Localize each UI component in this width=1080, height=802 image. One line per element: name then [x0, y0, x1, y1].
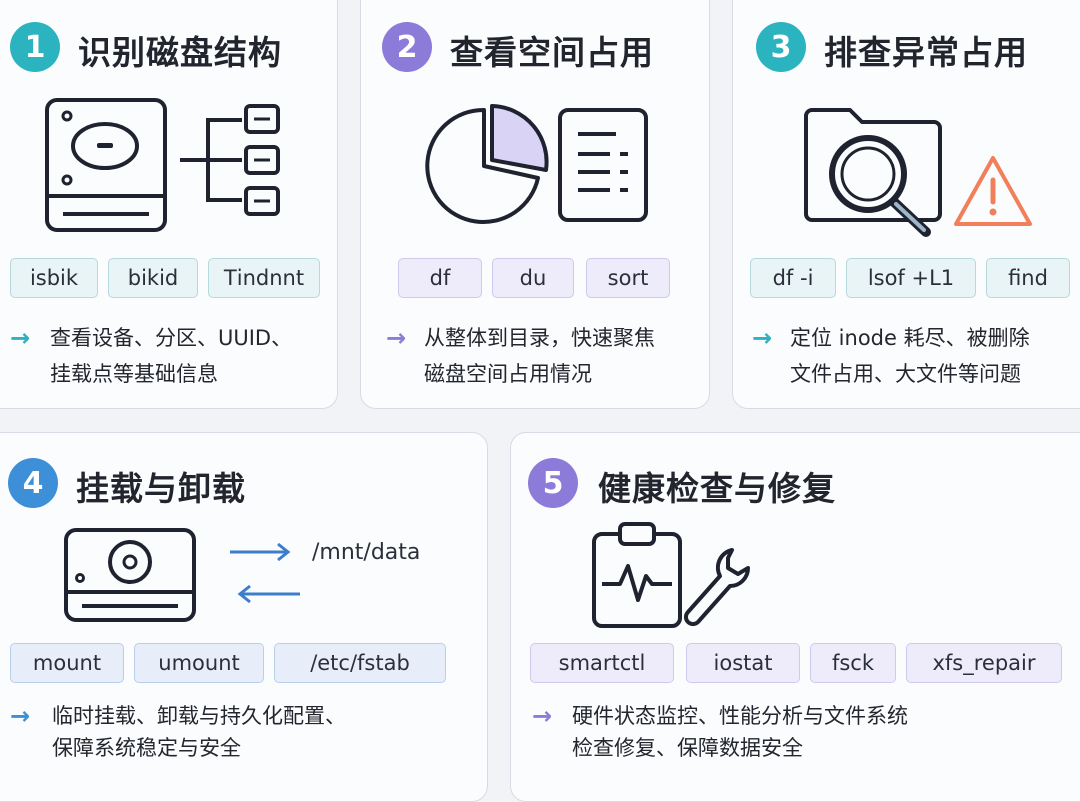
arrow-icon: → [752, 324, 773, 352]
command-chip-find[interactable]: find [986, 258, 1070, 298]
card-title-2: 查看空间占用 [450, 33, 654, 72]
hard-drive-icon [64, 528, 196, 622]
command-chip-df[interactable]: df [398, 258, 482, 298]
card-description-5-line-2: 检查修复、保障数据安全 [572, 736, 803, 760]
card-description-1-line-1: 查看设备、分区、UUID、 [50, 326, 293, 350]
command-chip-df-i[interactable]: df -i [750, 258, 836, 298]
command-chip-lsblk[interactable]: isbik [10, 258, 98, 298]
command-chip-xfs-repair[interactable]: xfs_repair [906, 643, 1062, 683]
command-chip-umount[interactable]: umount [134, 643, 264, 683]
card-title-1: 识别磁盘结构 [78, 33, 282, 72]
command-chip-mount[interactable]: mount [10, 643, 124, 683]
arrow-icon: → [10, 702, 31, 730]
command-chip-blkid[interactable]: bikid [108, 258, 198, 298]
card-mount-unmount [0, 432, 488, 802]
command-chip-du[interactable]: du [492, 258, 574, 298]
step-badge-2: 2 [382, 22, 432, 72]
clipboard-pulse-icon [592, 522, 682, 628]
card-description-5-line-1: 硬件状态监控、性能分析与文件系统 [572, 704, 908, 728]
hard-drive-icon [45, 98, 167, 232]
command-chip-sort[interactable]: sort [586, 258, 670, 298]
document-list-icon [558, 108, 648, 222]
card-description-3-line-2: 文件占用、大文件等问题 [790, 362, 1021, 386]
partition-tree-icon [180, 104, 280, 216]
step-badge-5: 5 [528, 458, 578, 508]
command-chip-fsck[interactable]: fsck [810, 643, 896, 683]
step-badge-3: 3 [756, 22, 806, 72]
command-chip-smartctl[interactable]: smartctl [530, 643, 674, 683]
card-description-4-line-2: 保障系统稳定与安全 [52, 736, 241, 760]
mount-path-label: /mnt/data [312, 540, 421, 565]
arrow-icon: → [386, 324, 407, 352]
card-description-2-line-1: 从整体到目录，快速聚焦 [424, 326, 655, 350]
command-chip-iostat[interactable]: iostat [686, 643, 800, 683]
card-title-4: 挂载与卸载 [76, 469, 246, 508]
arrows-icon [230, 542, 300, 604]
folder-search-icon [804, 108, 942, 237]
card-identify-disk [0, 0, 338, 409]
step-badge-1: 1 [10, 22, 60, 72]
card-description-1-line-2: 挂载点等基础信息 [50, 362, 218, 386]
card-health-check [510, 432, 1080, 802]
command-chip-fstab[interactable]: /etc/fstab [274, 643, 446, 683]
pie-chart-icon [425, 104, 549, 224]
wrench-icon [683, 548, 750, 627]
card-description-3-line-1: 定位 inode 耗尽、被删除 [790, 326, 1030, 350]
command-chip-findmnt[interactable]: ꓔindnnt [208, 258, 320, 298]
arrow-icon: → [532, 702, 553, 730]
command-chip-lsof[interactable]: lsof +L1 [846, 258, 976, 298]
card-title-3: 排查异常占用 [824, 33, 1028, 72]
card-description-4-line-1: 临时挂载、卸载与持久化配置、 [52, 704, 346, 728]
warning-icon [954, 156, 1032, 226]
arrow-icon: → [10, 324, 31, 352]
card-title-5: 健康检查与修复 [598, 469, 836, 508]
step-badge-4: 4 [8, 458, 58, 508]
card-description-2-line-2: 磁盘空间占用情况 [424, 362, 592, 386]
